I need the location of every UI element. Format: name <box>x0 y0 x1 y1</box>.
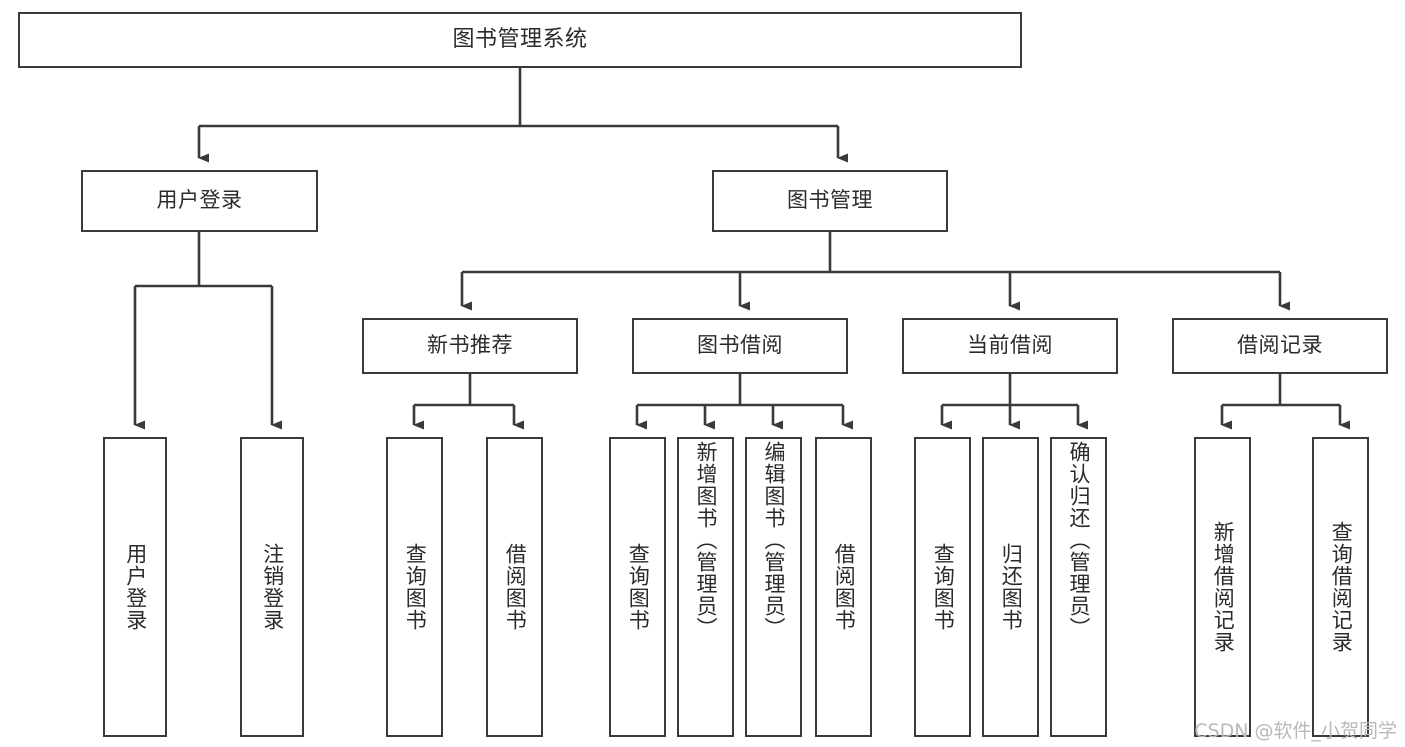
leaf-query-book-recommend[interactable]: 查询图书 <box>386 437 443 737</box>
node-label: 查询借阅记录 <box>1329 521 1354 653</box>
node-label: 借阅图书 <box>503 543 528 631</box>
node-book-management[interactable]: 图书管理 <box>712 170 948 232</box>
node-user-login[interactable]: 用户登录 <box>81 170 318 232</box>
node-borrow-record[interactable]: 借阅记录 <box>1172 318 1388 374</box>
node-label: 借阅记录 <box>1237 333 1323 358</box>
leaf-return-book[interactable]: 归还图书 <box>982 437 1039 737</box>
leaf-borrow-book[interactable]: 借阅图书 <box>815 437 872 737</box>
node-new-book-recommend[interactable]: 新书推荐 <box>362 318 578 374</box>
node-label: 查询图书 <box>931 543 956 631</box>
node-label: 确认归还（管理员） <box>1067 441 1092 639</box>
node-label: 当前借阅 <box>967 333 1053 358</box>
node-label: 查询图书 <box>403 543 428 631</box>
leaf-confirm-return-admin[interactable]: 确认归还（管理员） <box>1050 437 1107 737</box>
leaf-query-borrow-record[interactable]: 查询借阅记录 <box>1312 437 1369 737</box>
node-label: 注销登录 <box>260 543 285 631</box>
leaf-query-book-borrow[interactable]: 查询图书 <box>609 437 666 737</box>
node-label: 借阅图书 <box>832 543 857 631</box>
leaf-edit-book-admin[interactable]: 编辑图书（管理员） <box>745 437 802 737</box>
node-current-borrow[interactable]: 当前借阅 <box>902 318 1118 374</box>
node-label: 归还图书 <box>999 543 1024 631</box>
leaf-add-borrow-record[interactable]: 新增借阅记录 <box>1194 437 1251 737</box>
leaf-borrow-book-recommend[interactable]: 借阅图书 <box>486 437 543 737</box>
node-label: 新增图书（管理员） <box>694 441 719 639</box>
node-label: 用户登录 <box>123 543 148 631</box>
node-label: 新增借阅记录 <box>1211 521 1236 653</box>
node-label: 图书借阅 <box>697 333 783 358</box>
node-root-system[interactable]: 图书管理系统 <box>18 12 1022 68</box>
node-label: 用户登录 <box>156 188 243 213</box>
leaf-query-book-current[interactable]: 查询图书 <box>914 437 971 737</box>
node-label: 编辑图书（管理员） <box>762 441 787 639</box>
node-label: 新书推荐 <box>427 333 513 358</box>
csdn-watermark: CSDN @软件_小贺同学 <box>1194 720 1397 742</box>
node-book-borrow[interactable]: 图书借阅 <box>632 318 848 374</box>
node-label: 图书管理系统 <box>452 26 588 52</box>
node-label: 图书管理 <box>787 188 873 213</box>
leaf-logout[interactable]: 注销登录 <box>240 437 304 737</box>
leaf-user-login[interactable]: 用户登录 <box>103 437 167 737</box>
leaf-add-book-admin[interactable]: 新增图书（管理员） <box>677 437 734 737</box>
node-label: 查询图书 <box>626 543 651 631</box>
